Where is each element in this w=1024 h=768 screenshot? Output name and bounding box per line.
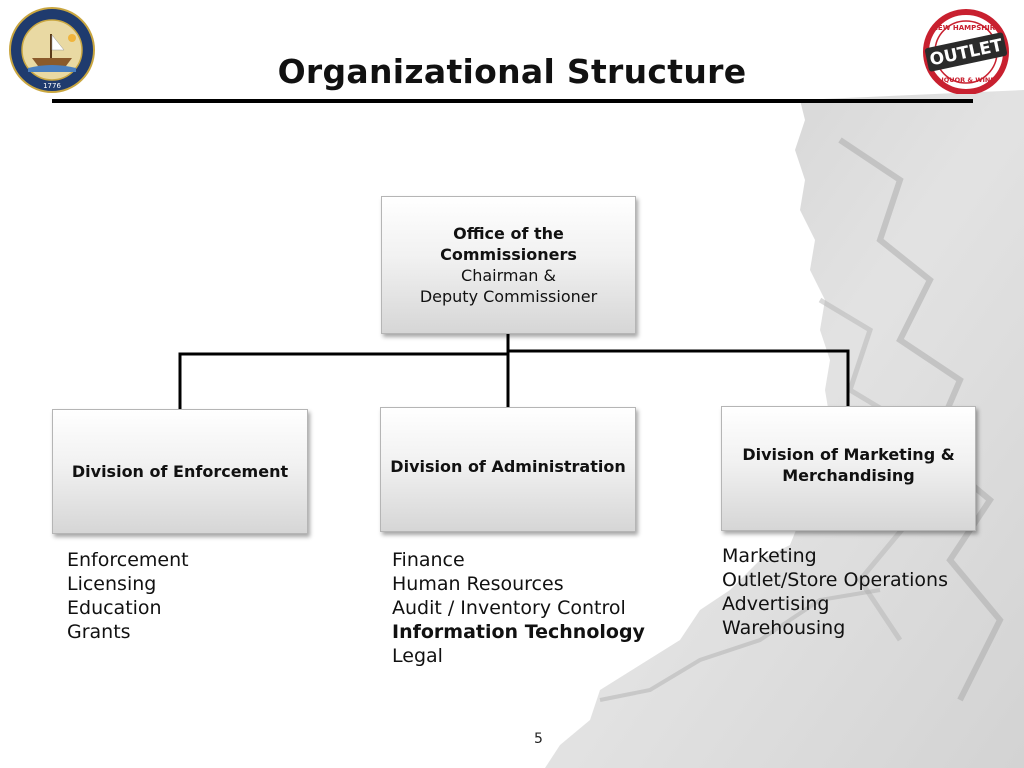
commissioners-office-title-1: Office of the [453,224,564,243]
list-item: Human Resources [392,573,564,595]
administration-functions-list: Finance Human Resources Audit / Inventor… [392,548,645,668]
list-item: Audit / Inventory Control [392,597,626,619]
division-administration-label: Division of Administration [390,457,626,476]
marketing-functions-list: Marketing Outlet/Store Operations Advert… [722,544,948,640]
svg-text:NEW HAMPSHIRE: NEW HAMPSHIRE [932,24,1000,32]
list-item: Grants [67,621,131,643]
page-number: 5 [534,731,543,747]
connector-left [178,352,508,409]
commissioners-office-box: Office of the Commissioners Chairman & D… [381,196,636,334]
list-item: Finance [392,549,465,571]
list-item: Enforcement [67,549,189,571]
connector-right [508,349,850,406]
list-item: Licensing [67,573,157,595]
list-item: Advertising [722,593,830,615]
division-marketing-label-1: Division of Marketing & [742,444,955,464]
division-enforcement-box: Division of Enforcement [52,409,308,534]
title-underline [52,99,973,103]
commissioners-office-title-2: Commissioners [440,245,577,264]
list-item: Outlet/Store Operations [722,569,948,591]
division-marketing-label-2: Merchandising [782,465,915,485]
division-administration-box: Division of Administration [380,407,636,532]
list-item: Warehousing [722,617,846,639]
page-title: Organizational Structure [277,52,747,91]
list-item: Legal [392,645,443,667]
list-item: Education [67,597,162,619]
commissioners-office-subtitle-1: Chairman & [461,266,556,285]
division-marketing-box: Division of Marketing & Merchandising [721,406,976,531]
state-seal-icon: 1776 [9,7,95,93]
commissioners-office-subtitle-2: Deputy Commissioner [419,287,598,306]
liquor-outlet-logo: OUTLET NEW HAMPSHIRE LIQUOR & WINE [923,9,1009,94]
svg-text:1776: 1776 [43,82,61,90]
enforcement-functions-list: Enforcement Licensing Education Grants [67,548,189,644]
list-item: Marketing [722,545,817,567]
division-enforcement-label: Division of Enforcement [71,462,289,481]
list-item-highlighted: Information Technology [392,621,645,643]
svg-text:LIQUOR & WINE: LIQUOR & WINE [937,76,995,84]
